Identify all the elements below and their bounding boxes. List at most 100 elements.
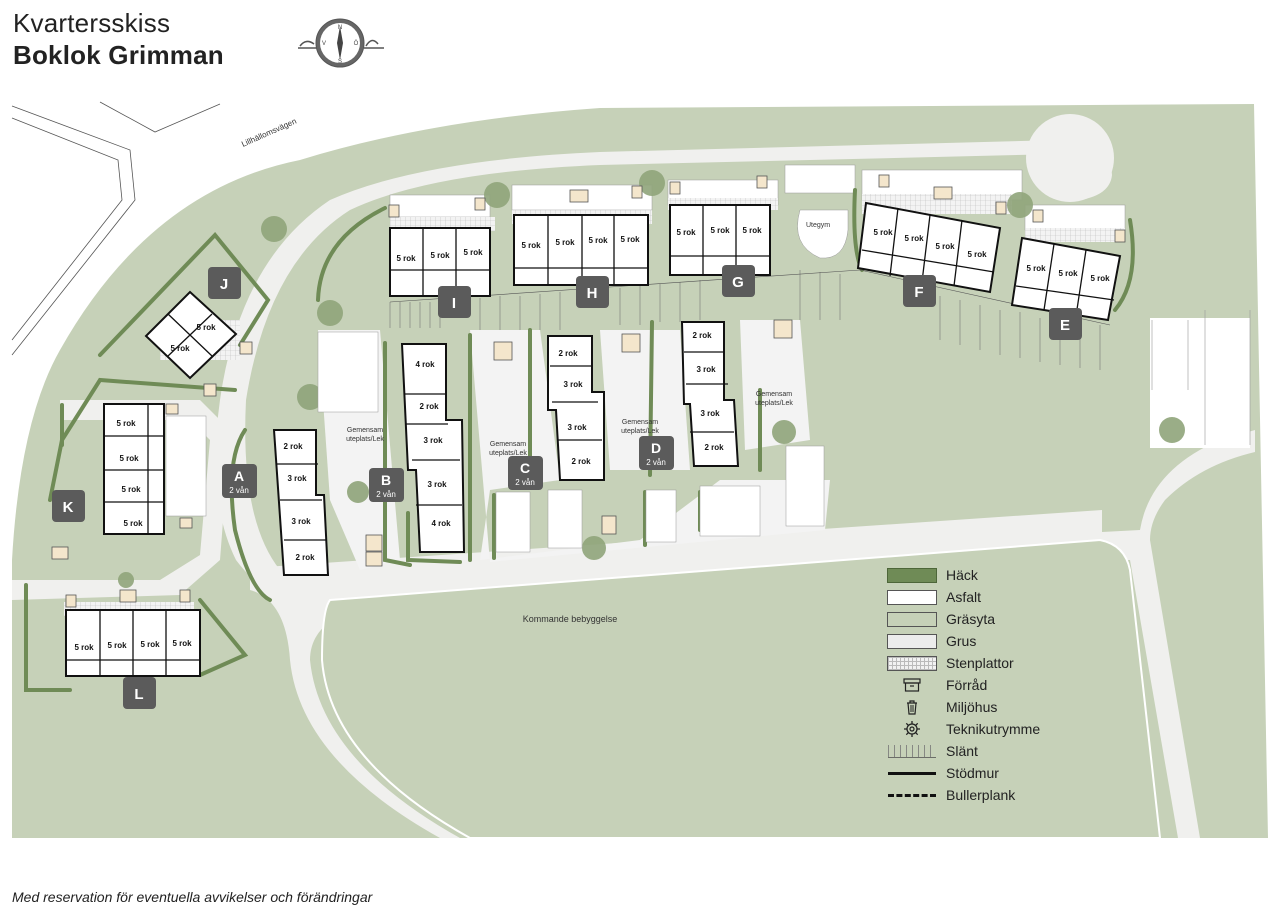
- block-sub-c: 2 vån: [515, 478, 535, 487]
- block-marker-e[interactable]: E: [1049, 308, 1082, 340]
- compass-s: S: [338, 59, 342, 65]
- unit-label: 5 rok: [170, 344, 190, 353]
- legend-item-waste: Miljöhus: [887, 696, 1087, 718]
- compass-icon: N S Ö V: [298, 18, 384, 68]
- unit-label: 4 rok: [415, 360, 435, 369]
- common-area-e-1: Gemensam: [756, 391, 792, 398]
- legend-item-wall: Stödmur: [887, 762, 1087, 784]
- building-h: [513, 214, 649, 286]
- block-label-f: F: [914, 284, 923, 301]
- road-label: Lillhällomsvägen: [240, 117, 298, 149]
- block-label-l: L: [134, 686, 143, 703]
- legend-item-storage: Förråd: [887, 674, 1087, 696]
- unit-label: 3 rok: [427, 480, 447, 489]
- block-marker-f[interactable]: F: [903, 275, 936, 307]
- unit-label: 5 rok: [74, 643, 94, 652]
- common-area-b-1: Gemensam: [347, 427, 383, 434]
- unit-label: 5 rok: [1058, 269, 1078, 278]
- block-marker-j[interactable]: J: [208, 267, 241, 299]
- trash-icon: [907, 700, 917, 715]
- block-marker-c[interactable]: C 2 vån: [508, 456, 543, 490]
- unit-label: 3 rok: [563, 380, 583, 389]
- legend-label: Asfalt: [946, 589, 982, 605]
- unit-label: 5 rok: [116, 419, 136, 428]
- block-marker-l[interactable]: L: [123, 677, 156, 709]
- common-area-d-2: uteplats/Lek: [621, 428, 659, 435]
- block-marker-h[interactable]: H: [576, 276, 609, 308]
- compass-n: N: [338, 25, 342, 31]
- legend-label: Häck: [946, 567, 978, 583]
- unit-label: 5 rok: [521, 241, 541, 250]
- building-j: [144, 290, 238, 380]
- block-sub-a: 2 vån: [229, 486, 249, 495]
- block-label-i: I: [452, 295, 456, 312]
- block-label-k: K: [63, 499, 74, 516]
- unit-label: 3 rok: [287, 474, 307, 483]
- legend-label: Miljöhus: [946, 699, 998, 715]
- unit-label: 2 rok: [571, 457, 591, 466]
- gear-icon: [904, 721, 920, 737]
- block-label-g: G: [732, 274, 744, 291]
- unit-label: 5 rok: [710, 226, 730, 235]
- building-i: [389, 227, 491, 297]
- common-area-c-2: uteplats/Lek: [489, 450, 527, 457]
- block-marker-k[interactable]: K: [52, 490, 85, 522]
- stone-swatch: [887, 655, 937, 671]
- turning-circle: [1026, 114, 1114, 202]
- unit-label: 5 rok: [676, 228, 696, 237]
- unit-label: 3 rok: [696, 365, 716, 374]
- compass-v: V: [322, 41, 326, 47]
- compass-o: Ö: [354, 40, 359, 47]
- legend-label: Stödmur: [946, 765, 999, 781]
- disclaimer: Med reservation för eventuella avvikelse…: [12, 889, 373, 905]
- legend-item-hedge: Häck: [887, 564, 1087, 586]
- unit-label: 2 rok: [295, 553, 315, 562]
- legend-label: Förråd: [946, 677, 988, 693]
- unit-label: 2 rok: [692, 331, 712, 340]
- unit-label: 5 rok: [935, 242, 955, 251]
- block-marker-a[interactable]: A 2 vån: [222, 464, 257, 498]
- block-label-d: D: [651, 440, 661, 456]
- legend-label: Teknikutrymme: [946, 721, 1041, 737]
- legend-label: Gräsyta: [946, 611, 996, 627]
- outdoor-gym-label: Utegym: [806, 222, 830, 229]
- building-k: [103, 403, 165, 535]
- legend-item-slope: Slänt: [887, 740, 1087, 762]
- block-label-j: J: [220, 276, 228, 293]
- block-marker-d[interactable]: D 2 vån: [639, 436, 674, 470]
- legend-label: Grus: [946, 633, 977, 649]
- unit-label: 5 rok: [555, 238, 575, 247]
- common-area-c-1: Gemensam: [490, 441, 526, 448]
- future-area: [320, 538, 1162, 839]
- unit-label: 5 rok: [967, 250, 987, 259]
- block-marker-i[interactable]: I: [438, 286, 471, 318]
- unit-label: 5 rok: [463, 248, 483, 257]
- hedge-swatch: [887, 567, 937, 583]
- site-map: Utegym Lillhällomsvägen Kommande bebygge…: [11, 101, 1268, 839]
- legend-item-gravel: Grus: [887, 630, 1087, 652]
- unit-label: 3 rok: [700, 409, 720, 418]
- block-marker-g[interactable]: G: [722, 265, 755, 297]
- block-sub-d: 2 vån: [646, 458, 666, 467]
- block-label-h: H: [587, 285, 598, 302]
- unit-label: 3 rok: [291, 517, 311, 526]
- unit-label: 4 rok: [431, 519, 451, 528]
- unit-label: 5 rok: [196, 323, 216, 332]
- unit-label: 5 rok: [430, 251, 450, 260]
- future-area-label: Kommande bebyggelse: [523, 614, 618, 624]
- unit-label: 5 rok: [873, 228, 893, 237]
- unit-label: 5 rok: [1090, 274, 1110, 283]
- legend-item-tech: Teknikutrymme: [887, 718, 1087, 740]
- unit-label: 5 rok: [107, 641, 127, 650]
- block-label-b: B: [381, 472, 391, 488]
- legend-label: Bullerplank: [946, 787, 1016, 803]
- south-road: [250, 430, 1255, 838]
- block-marker-b[interactable]: B 2 vån: [369, 468, 404, 502]
- gravel-swatch: [887, 633, 937, 649]
- unit-label: 5 rok: [123, 519, 143, 528]
- building-e: [1010, 236, 1122, 322]
- common-area-e-2: uteplats/Lek: [755, 400, 793, 407]
- common-area-d-1: Gemensam: [622, 419, 658, 426]
- block-label-c: C: [520, 460, 530, 476]
- unit-label: 2 rok: [419, 402, 439, 411]
